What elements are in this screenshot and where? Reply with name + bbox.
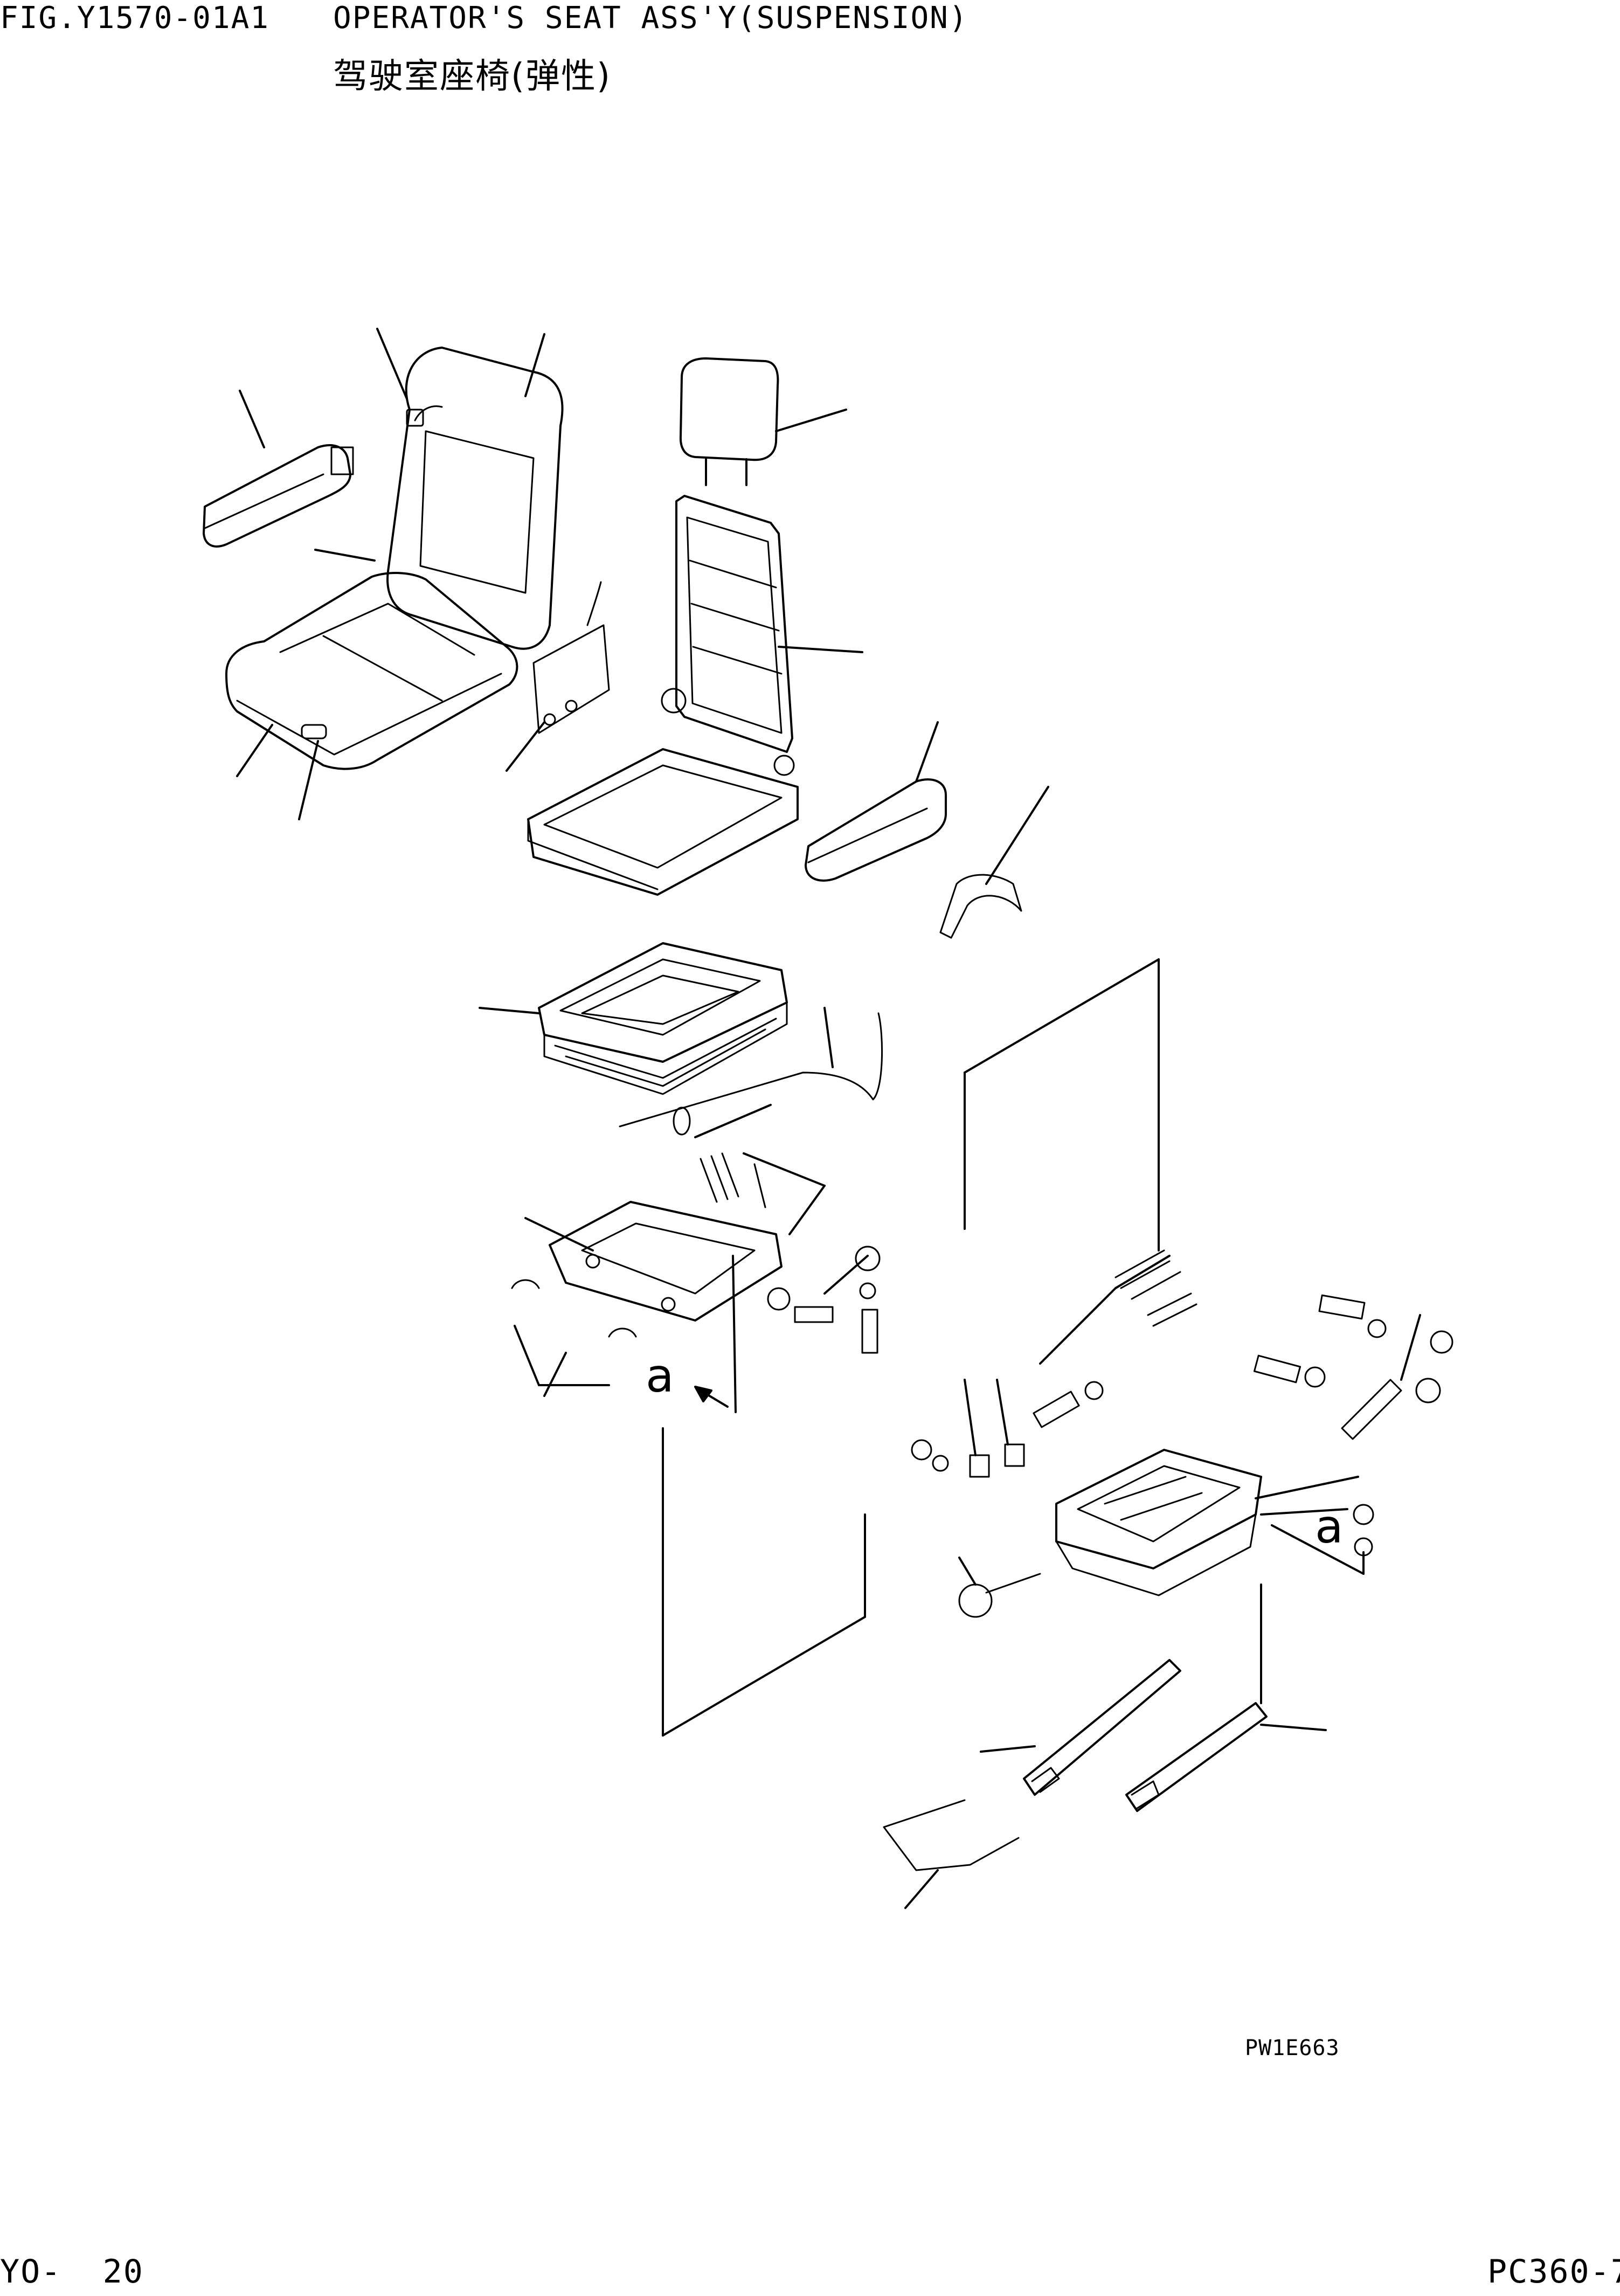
suspension-assembly <box>480 943 1159 1735</box>
figure-title: OPERATOR'S SEAT ASS'Y(SUSPENSION) <box>333 1 968 36</box>
seat-frame-assembly <box>528 358 1048 938</box>
model-number: PC360-7 <box>1487 2253 1620 2291</box>
callout-a-right: a <box>1315 1500 1344 1554</box>
figure-title-chinese: 驾驶室座椅(弹性) <box>333 57 611 96</box>
figure-label: FIG.Y1570-01A1 <box>0 1 270 36</box>
page-number: YO- 20 <box>0 2253 144 2291</box>
seat-assembly <box>204 329 609 819</box>
callout-a-left: a <box>646 1349 674 1403</box>
slide-rail-assembly <box>884 1250 1452 1908</box>
drawing-code: PW1E663 <box>1245 2036 1340 2060</box>
